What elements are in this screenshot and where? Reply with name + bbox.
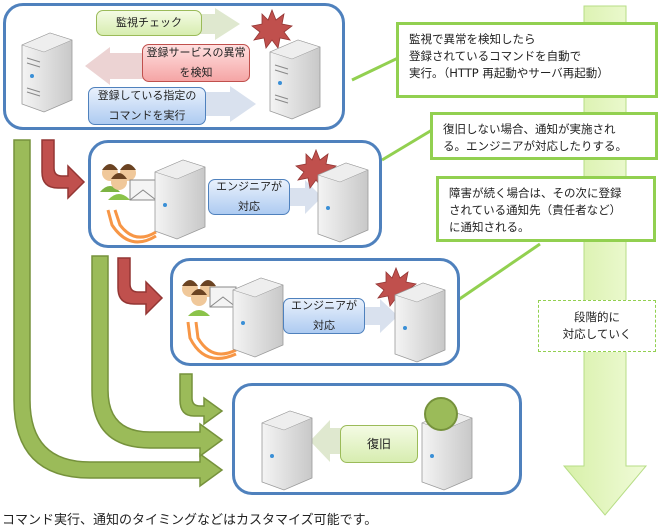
mail-icon [129, 179, 157, 201]
red-flow-arrow [117, 257, 164, 316]
server-icon [232, 277, 284, 358]
callout-escalate: 障害が続く場合は、その次に登録 されている通知先（責任者など） に通知される。 [436, 176, 656, 242]
footer-note: コマンド実行、通知のタイミングなどはカスタマイズ可能です。 [2, 513, 378, 528]
red-flow-arrow [41, 139, 86, 200]
engineer-response-label: エンジニアが 対応 [283, 298, 365, 334]
callout-notify: 復旧しない場合、通知が実施され る。エンジニアが対応したりする。 [430, 112, 658, 160]
green-flow-arrow [179, 373, 224, 426]
arrow-left [310, 420, 345, 462]
ok-status-icon [424, 397, 458, 431]
connector-line [381, 128, 433, 162]
server-icon [394, 282, 446, 363]
callout-auto-command: 監視で異常を検知したら 登録されているコマンドを自動で 実行。（HTTP 再起動… [396, 22, 658, 98]
orange-loop-arrow [186, 321, 237, 360]
green-flow-arrow [13, 139, 224, 488]
escalation-label: 段階的に 対応していく [538, 300, 656, 352]
run-command-label: 登録している指定の コマンドを実行 [88, 87, 206, 125]
server-icon [317, 162, 369, 243]
server-icon [21, 32, 73, 113]
mail-icon [209, 286, 237, 308]
engineer-response-label: エンジニアが 対応 [208, 179, 290, 215]
orange-loop-arrow [106, 209, 157, 244]
connector-line [457, 242, 541, 302]
server-icon [261, 410, 313, 491]
orange-loop-arrow [113, 209, 157, 239]
connector-line [351, 56, 399, 82]
orange-loop-arrow [194, 321, 237, 356]
monitor-check-label: 監視チェック [96, 10, 202, 36]
green-flow-arrow [91, 255, 224, 458]
alert-burst-icon [251, 8, 293, 49]
users-icon [100, 164, 136, 200]
anomaly-detect-label: 登録サービスの異常 を検知 [142, 44, 250, 82]
server-icon [269, 39, 321, 120]
server-icon [154, 159, 206, 240]
recovery-label: 復旧 [340, 425, 418, 463]
